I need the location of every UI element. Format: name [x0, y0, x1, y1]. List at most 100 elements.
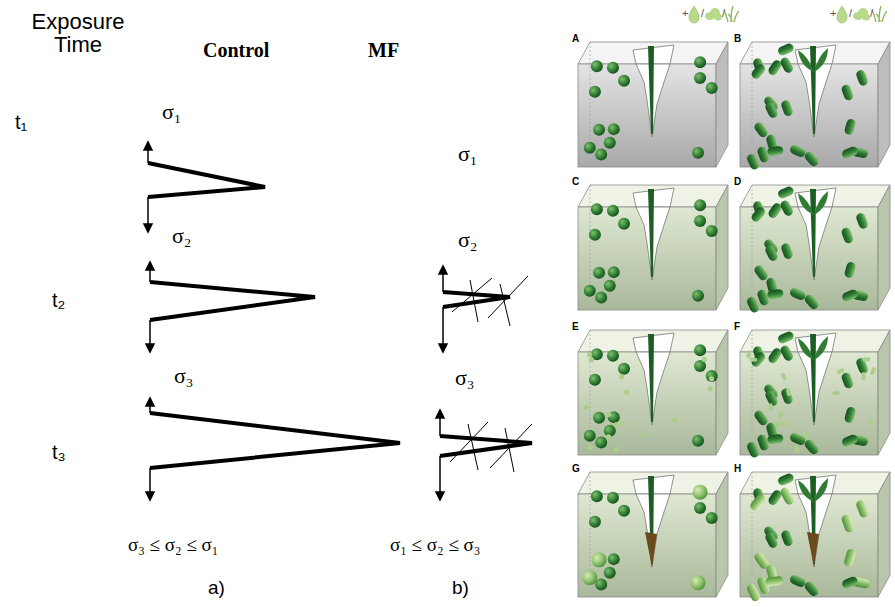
sphere-capsule [604, 280, 616, 292]
sphere-capsule [694, 72, 706, 84]
released-agent [613, 422, 618, 427]
block-side [716, 185, 728, 310]
stress-label: σ₂ [172, 224, 192, 247]
time-label: t₂ [52, 290, 65, 311]
released-agent [786, 388, 791, 397]
cylinder-capsule [840, 371, 854, 389]
released-agent [746, 350, 751, 359]
sphere-capsule [692, 147, 704, 159]
released-agent [708, 386, 713, 391]
water-drop [837, 6, 847, 23]
crack-strand [648, 334, 654, 422]
cylinder-capsule [764, 244, 779, 262]
cylinder-capsule [779, 56, 795, 74]
panel-letter: F [734, 322, 740, 333]
cylinder-capsule [779, 344, 795, 362]
sphere-capsule [607, 62, 619, 74]
icon-separator: + [830, 8, 836, 20]
block-side [716, 472, 728, 597]
cylinder-capsule [756, 289, 770, 307]
subfigure-label: b) [452, 578, 469, 598]
stress-label: σ₂ [458, 228, 478, 251]
released-agent [614, 447, 619, 452]
stimulus-icons [689, 6, 887, 23]
axis-title: Exposure Time [8, 10, 148, 56]
block-side [878, 185, 890, 310]
column-heading: MF [368, 40, 399, 61]
sphere-capsule [591, 60, 603, 72]
cylinder-capsule [746, 583, 762, 603]
healed-zone [645, 532, 657, 567]
released-agent [589, 357, 594, 362]
sphere-capsule [706, 225, 718, 237]
released-agent [702, 357, 707, 362]
sphere-capsule [584, 430, 596, 442]
released-agent [768, 403, 772, 411]
cylinder-capsule [840, 83, 854, 101]
crack-strand [648, 46, 654, 134]
cylinder-capsule [753, 409, 770, 427]
sphere-capsule [595, 437, 607, 449]
sphere-capsule [589, 374, 601, 386]
cylinder-capsule [746, 441, 761, 459]
panel-letter: H [734, 464, 741, 475]
cylinder-capsule [753, 121, 770, 139]
sphere-capsule [692, 290, 704, 302]
cylinder-capsule [803, 580, 820, 598]
load-arrows [144, 142, 447, 500]
specimen-block [740, 185, 890, 314]
block-front [740, 207, 878, 310]
released-agent [606, 434, 611, 439]
strand-leaf [814, 191, 828, 215]
cylinder-capsule [840, 513, 855, 533]
cylinder-capsule [756, 434, 770, 452]
panel-letter: C [572, 177, 579, 188]
sphere-capsule [706, 512, 718, 524]
stress-relation: σ₃ ≤ σ₂ ≤ σ₁ [128, 535, 218, 555]
cylinder-capsule [855, 69, 869, 87]
sphere-capsule [608, 553, 620, 565]
hidden-edge [752, 472, 753, 575]
strand-leaf [814, 336, 828, 360]
cylinder-capsule [750, 62, 767, 80]
cylinder-capsule [844, 406, 857, 424]
hidden-edge [752, 185, 753, 288]
cylinder-capsule [803, 293, 820, 311]
released-agent [587, 352, 592, 357]
time-label: t₁ [15, 112, 27, 133]
panel-letter: B [734, 34, 741, 45]
sphere-capsule [608, 266, 620, 278]
cylinder-capsule [749, 492, 767, 512]
bridging-fibres [450, 276, 532, 472]
cylinder-capsule [779, 486, 796, 506]
specimen-block [740, 42, 890, 171]
released-agent [606, 412, 611, 417]
subfigure-label: a) [208, 578, 225, 598]
cylinder-capsule [779, 199, 795, 217]
cylinder-capsule [780, 242, 794, 260]
released-agent [776, 411, 785, 419]
released-agent [749, 357, 757, 362]
sphere-capsule [618, 75, 630, 87]
specimen-block [578, 472, 728, 597]
cylinder-capsule [753, 264, 770, 282]
sphere-capsule [593, 124, 605, 136]
cylinder-capsule [844, 118, 857, 136]
sphere-capsule [604, 137, 616, 149]
crack-strand [810, 46, 816, 134]
sphere-capsule [582, 570, 597, 585]
block-side [716, 330, 728, 455]
strand-leaf [798, 338, 814, 360]
cylinder-capsule [767, 289, 784, 300]
column-heading: Control [203, 40, 269, 61]
released-agent [870, 367, 877, 376]
cylinder-capsule [843, 548, 857, 568]
specimen-block [740, 472, 890, 603]
sphere-capsule [591, 203, 603, 215]
cylinder-capsule [789, 574, 807, 589]
icon-separator: / [722, 8, 725, 20]
cylinder-capsule [840, 226, 854, 244]
cylinder-capsule [855, 499, 870, 519]
released-agent [588, 445, 593, 450]
block-side [716, 42, 728, 167]
